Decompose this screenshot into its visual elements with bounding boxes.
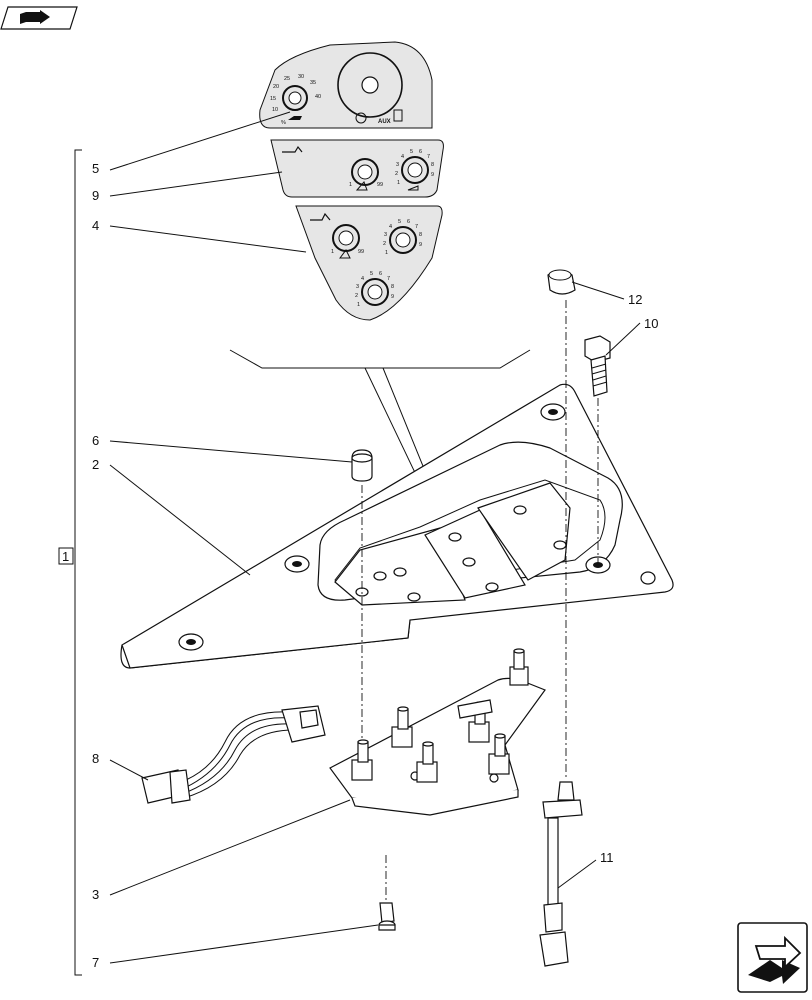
svg-text:7: 7 [387, 276, 390, 282]
potentiometer [351, 739, 373, 781]
callout-7: 7 [92, 955, 99, 970]
svg-text:5: 5 [398, 219, 401, 225]
leader-lines [109, 111, 641, 964]
svg-text:1: 1 [357, 302, 360, 308]
svg-text:3: 3 [396, 162, 399, 168]
svg-text:8: 8 [431, 162, 434, 168]
svg-text:25: 25 [284, 76, 290, 82]
svg-text:5: 5 [410, 149, 413, 155]
svg-text:5: 5 [370, 271, 373, 277]
callout-3: 3 [92, 887, 99, 902]
decal-panel-4: 1 99 1 2 3 4 5 6 7 8 9 1 2 3 4 5 6 7 8 9 [295, 205, 443, 321]
svg-text:4: 4 [361, 276, 364, 282]
callout-4: 4 [92, 218, 99, 233]
svg-text:6: 6 [407, 219, 410, 225]
svg-text:7: 7 [415, 224, 418, 230]
tractor-icon [288, 116, 302, 120]
svg-text:6: 6 [419, 149, 422, 155]
svg-text:9: 9 [391, 294, 394, 300]
callout-labels: 5 9 4 6 2 8 3 7 12 10 11 [92, 161, 658, 970]
decal-panel-9: 1 99 1 2 3 4 5 6 7 8 9 [270, 139, 444, 198]
svg-text:1: 1 [385, 250, 388, 256]
svg-text:20: 20 [273, 84, 279, 90]
callout-2: 2 [92, 457, 99, 472]
assembly-bracket: 1 [58, 149, 82, 976]
callout-9: 9 [92, 188, 99, 203]
svg-text:AUX: AUX [378, 119, 391, 125]
callout-6: 6 [92, 433, 99, 448]
callout-8: 8 [92, 751, 99, 766]
potentiometer [509, 648, 529, 686]
svg-text:4: 4 [389, 224, 392, 230]
svg-text:99: 99 [358, 249, 364, 255]
svg-text:2: 2 [395, 171, 398, 177]
svg-text:35: 35 [310, 80, 316, 86]
potentiometer [391, 706, 413, 748]
housing-part-2 [120, 383, 674, 669]
decal-panel-5: 10 15 20 25 30 35 40 % AUX [259, 41, 433, 129]
knob-part-12 [547, 269, 576, 295]
callout-1: 1 [62, 549, 69, 564]
callout-11: 11 [600, 850, 614, 865]
svg-text:7: 7 [427, 154, 430, 160]
screw-part-7 [378, 902, 396, 931]
clock-icon [355, 112, 367, 124]
svg-text:8: 8 [419, 232, 422, 238]
bolt-part-10 [584, 335, 611, 397]
knob-part-6 [351, 449, 373, 482]
svg-text:1: 1 [349, 182, 352, 188]
svg-text:3: 3 [384, 232, 387, 238]
callout-12: 12 [628, 292, 642, 307]
svg-text:8: 8 [391, 284, 394, 290]
alignment-lines [361, 300, 599, 905]
svg-text:30: 30 [298, 74, 304, 80]
svg-text:15: 15 [270, 96, 276, 102]
svg-text:40: 40 [315, 94, 321, 100]
callout-10: 10 [644, 316, 658, 331]
loader-icon [282, 145, 303, 153]
svg-text:10: 10 [272, 107, 278, 113]
callout-5: 5 [92, 161, 99, 176]
svg-text:3: 3 [356, 284, 359, 290]
svg-text:1: 1 [397, 180, 400, 186]
svg-text:%: % [281, 120, 286, 126]
book-arrow-icon[interactable] [0, 6, 78, 30]
fuel-icon [393, 109, 403, 122]
svg-text:9: 9 [431, 172, 434, 178]
circuit-board-part-3 [329, 648, 546, 816]
svg-text:2: 2 [355, 293, 358, 299]
next-page-arrow-icon[interactable] [737, 922, 808, 993]
svg-text:6: 6 [379, 271, 382, 277]
svg-text:2: 2 [383, 241, 386, 247]
sensor-cable-part-11 [539, 781, 583, 967]
svg-text:99: 99 [377, 182, 383, 188]
loader-icon-2 [310, 212, 331, 221]
wiring-harness-part-8 [141, 705, 326, 804]
potentiometer [488, 733, 510, 775]
svg-text:4: 4 [401, 154, 404, 160]
potentiometer [416, 741, 438, 783]
svg-text:1: 1 [331, 249, 334, 255]
svg-text:9: 9 [419, 242, 422, 248]
